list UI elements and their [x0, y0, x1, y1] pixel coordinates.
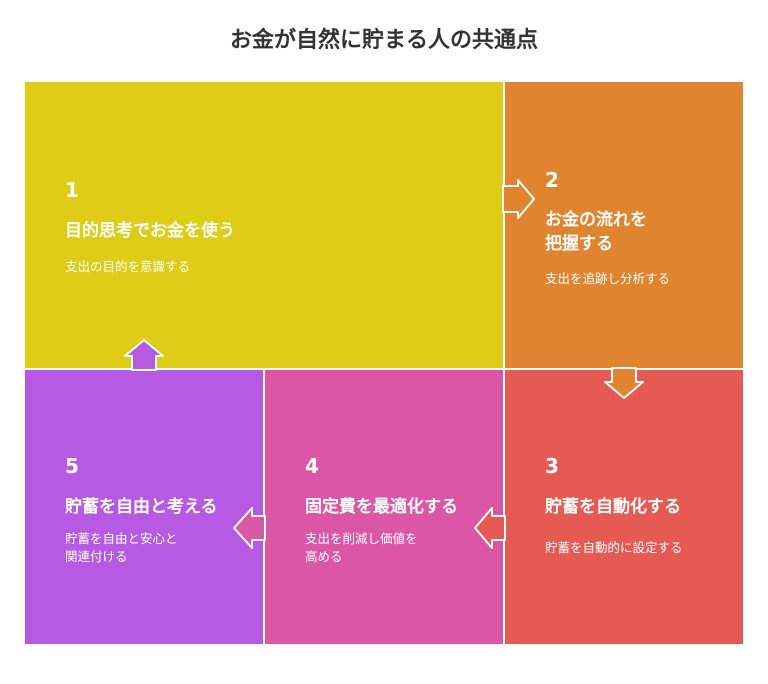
step-1-number: 1 [65, 178, 79, 202]
step-1-heading: 目的思考でお金を使う [65, 221, 235, 241]
step-3-heading: 貯蓄を自動化する [545, 497, 681, 517]
step-2-box: 2 お金の流れを 把握する 支出を追跡し分析する [505, 82, 743, 368]
step-4-box: 4 固定費を最適化する 支出を削減し価値を 高める [265, 370, 503, 644]
step-4-description: 支出を削減し価値を 高める [305, 531, 418, 564]
step-3-box: 3 貯蓄を自動化する 貯蓄を自動的に設定する [505, 370, 743, 644]
step-5-number: 5 [65, 454, 79, 478]
step-4-number: 4 [305, 454, 319, 478]
step-2-number: 2 [545, 168, 559, 192]
step-5-box: 5 貯蓄を自由と考える 貯蓄を自由と安心と 関連付ける [25, 370, 263, 644]
step-3-number: 3 [545, 454, 559, 478]
arrow-down-icon [604, 367, 644, 399]
step-4-heading: 固定費を最適化する [305, 497, 458, 517]
step-2-heading: お金の流れを 把握する [545, 210, 647, 254]
step-2-description: 支出を追跡し分析する [545, 271, 671, 286]
step-3-description: 貯蓄を自動的に設定する [545, 540, 683, 555]
arrow-right-icon [502, 179, 535, 219]
arrow-left-icon [233, 507, 266, 549]
arrow-up-icon [124, 339, 164, 371]
diagram-title: お金が自然に貯まる人の共通点 [229, 28, 538, 53]
step-1-box: 1 目的思考でお金を使う 支出の目的を意識する [25, 82, 503, 368]
step-5-heading: 貯蓄を自由と考える [65, 497, 218, 517]
arrow-left-icon [474, 507, 506, 549]
step-5-description: 貯蓄を自由と安心と 関連付ける [65, 531, 178, 564]
step-1-description: 支出の目的を意識する [65, 259, 191, 274]
